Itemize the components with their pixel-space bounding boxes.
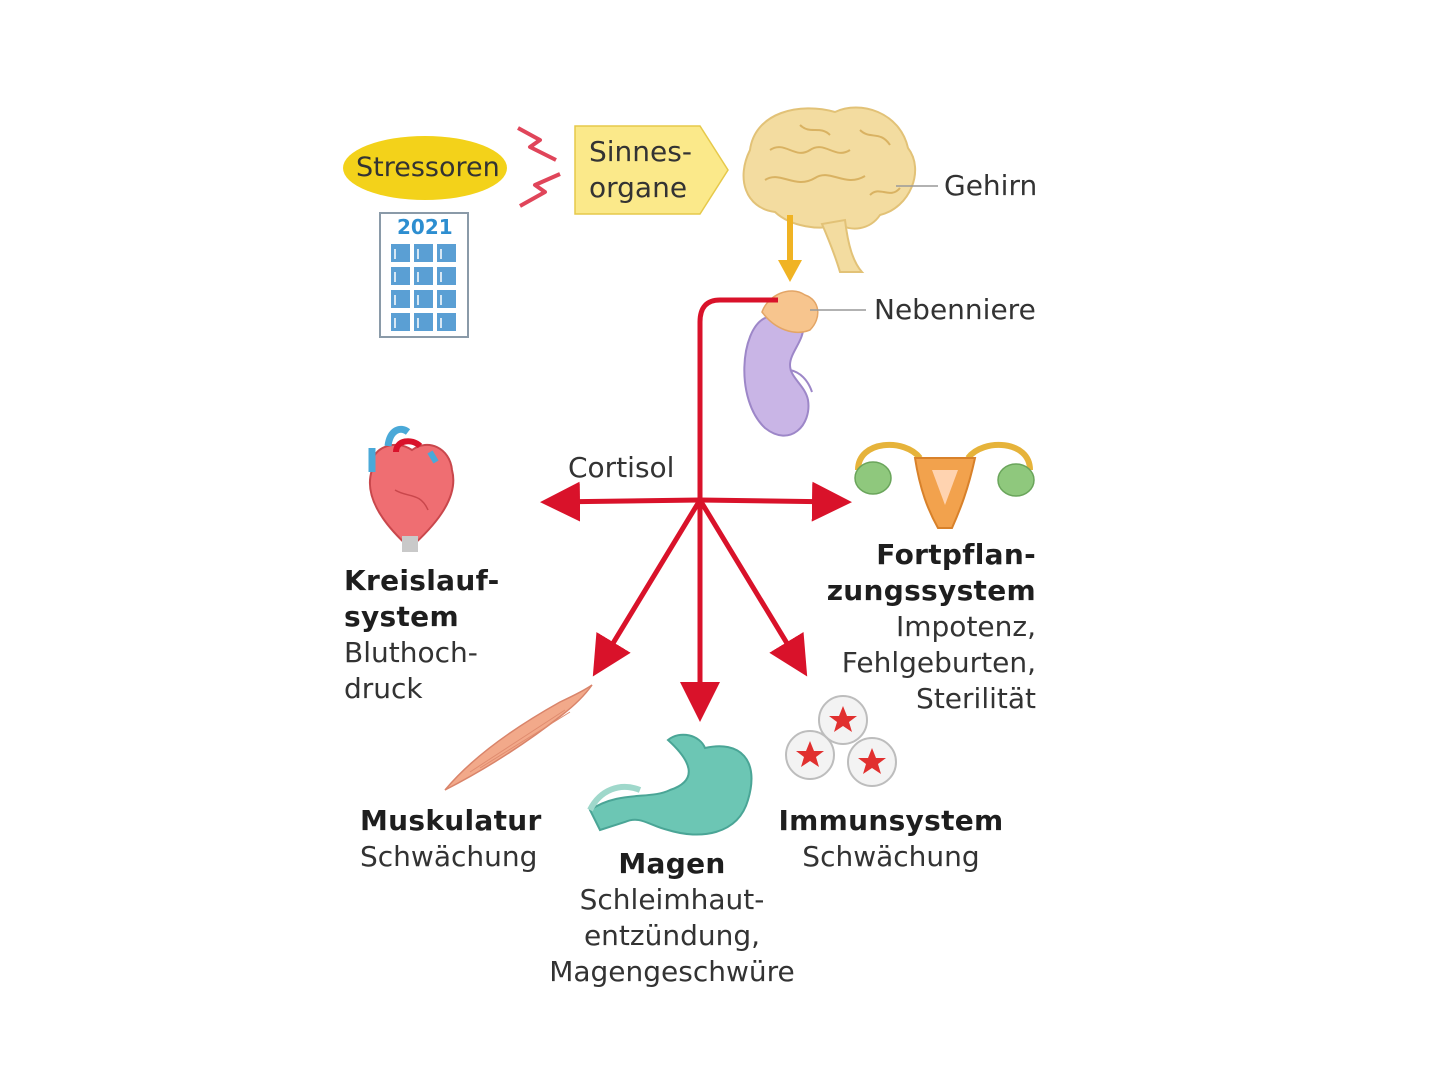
muscles-effect: Schwächung: [360, 840, 538, 873]
stomach-effect-line2: entzündung,: [583, 919, 761, 952]
stomach-effect-line3: Magengeschwüre: [549, 955, 795, 988]
stressor-oval: [343, 136, 507, 200]
reproductive-title-line1: Fortpflan-: [876, 538, 1036, 571]
immune-cells-icon: [785, 695, 897, 787]
stomach-icon: [587, 733, 753, 836]
arrow-to-reproductive: [699, 481, 852, 522]
arrow-to-muscles: [592, 498, 703, 677]
reproductive-title-line2: zungssystem: [826, 574, 1036, 607]
calendar-icon: [379, 212, 469, 338]
circulatory-effect-line1: Bluthoch-: [344, 636, 478, 669]
cortisol-label: Cortisol: [568, 451, 675, 484]
uterus-icon: [854, 441, 1035, 529]
brain-icon: [742, 106, 938, 273]
reproductive-effect-line3: Sterilität: [916, 682, 1036, 715]
stomach-title: Magen: [618, 847, 726, 880]
arrow-to-immune: [697, 498, 808, 677]
arrow-to-circulatory: [540, 481, 701, 522]
senses-label-line2: organe: [589, 171, 688, 204]
immune-effect: Schwächung: [802, 840, 980, 873]
adrenal-label: Nebenniere: [874, 293, 1036, 326]
brain-adrenal-arrow: [778, 215, 802, 282]
brain-label: Gehirn: [944, 169, 1038, 202]
reproductive-effect-line2: Fehlgeburten,: [841, 646, 1036, 679]
circulatory-title-line2: system: [344, 600, 459, 633]
calendar-year: 2021: [397, 215, 453, 239]
stomach-effect-line1: Schleimhaut-: [579, 883, 765, 916]
senses-label-line1: Sinnes-: [589, 135, 692, 168]
circulatory-title-line1: Kreislauf-: [344, 564, 500, 597]
heart-icon: [368, 425, 455, 552]
senses-box: [574, 125, 729, 215]
reproductive-effect-line1: Impotenz,: [896, 610, 1036, 643]
circulatory-effect-line2: druck: [344, 672, 423, 705]
immune-title: Immunsystem: [778, 804, 1004, 837]
cortisol-trunk: [697, 297, 778, 500]
lightning-icon: [517, 126, 561, 208]
muscle-icon: [444, 684, 593, 791]
muscles-title: Muskulatur: [360, 804, 542, 837]
stressor-label: Stressoren: [356, 152, 500, 183]
